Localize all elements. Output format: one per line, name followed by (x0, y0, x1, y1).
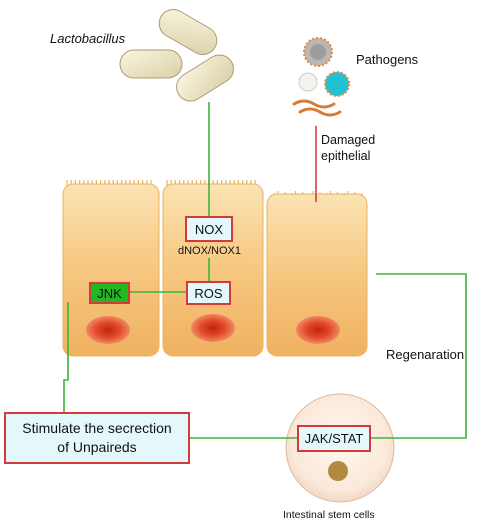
lactobacillus-bacteria (119, 9, 234, 102)
damaged-epithelial-label-line2: epithelial (321, 149, 371, 163)
bacterium-2 (119, 49, 183, 79)
stimulate-line2: of Unpaireds (57, 439, 137, 455)
cell-2-nucleus (191, 314, 235, 342)
line-jnk-to-stimulate (63, 302, 69, 412)
regeneration-label: Regenaration (386, 347, 465, 362)
cell-3-nucleus (296, 316, 340, 344)
pathogen-cyan (324, 71, 350, 97)
bacterium-1 (158, 9, 218, 55)
cell-1-nucleus (86, 316, 130, 344)
bacterium-3 (176, 54, 234, 102)
damaged-epithelial-label-line1: Damaged (321, 133, 376, 147)
pathogens-label: Pathogens (356, 52, 419, 67)
jak-stat-box: JAK/STAT (297, 425, 371, 452)
stimulate-secretion-box: Stimulate the secrection of Unpaireds (4, 412, 190, 464)
ros-box: ROS (186, 281, 231, 305)
pathogen-grey-core (310, 44, 326, 60)
epithelial-cell-1 (62, 183, 160, 357)
connectors (63, 102, 467, 439)
pathogens-group (292, 37, 350, 117)
pathogen-white (298, 72, 318, 92)
epithelial-cell-3-damaged (266, 193, 368, 357)
stem-cell-nucleus (328, 461, 348, 481)
epithelial-cells (62, 180, 368, 357)
line-regeneration-loop (371, 273, 467, 439)
dnox-nox1-label: dNOX/NOX1 (178, 245, 241, 257)
jnk-box: JNK (89, 282, 130, 304)
pathogen-worm-2 (298, 107, 342, 117)
stimulate-line1: Stimulate the secrection (22, 420, 172, 436)
stem-cells-label: Intestinal stem cells (283, 509, 375, 521)
nox-box: NOX (185, 216, 233, 242)
lactobacillus-label: Lactobacillus (50, 31, 126, 46)
pathogen-worm-1 (292, 99, 336, 109)
